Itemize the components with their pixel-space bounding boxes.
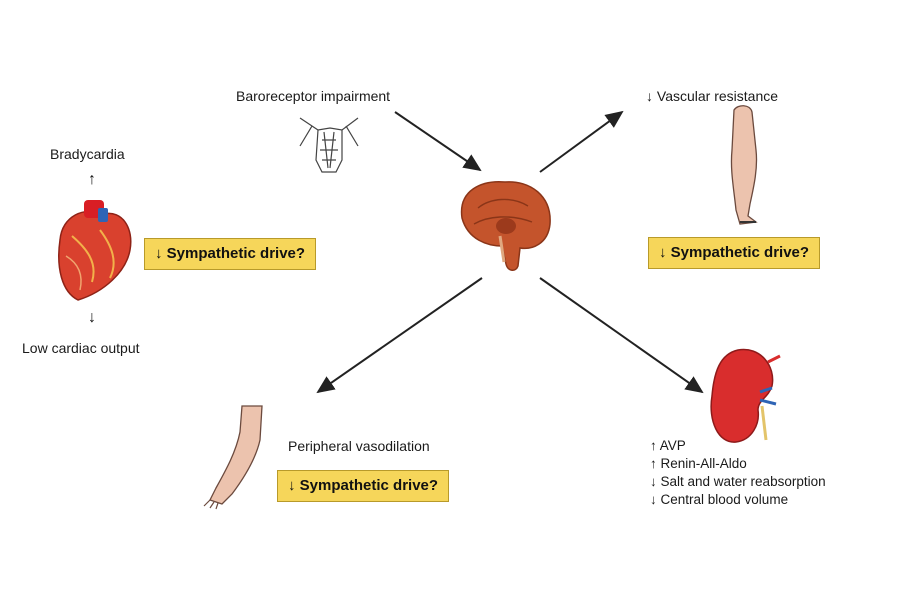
arrow-brain-to-kidney	[539, 277, 704, 394]
low-cardiac-output-label: Low cardiac output	[22, 340, 140, 356]
carotid-baroreceptor-icon	[299, 117, 359, 173]
vascular-resistance-label: ↓ Vascular resistance	[646, 88, 779, 104]
arrow-baroreceptor-to-brain	[394, 111, 482, 172]
baroreceptor-label: Baroreceptor impairment	[236, 88, 391, 104]
arm-icon	[203, 405, 263, 510]
list-item: ↑ AVP	[650, 438, 686, 453]
bradycardia-label: Bradycardia	[50, 146, 125, 162]
sympathetic-drive-box-bottom-left: ↓ Sympathetic drive?	[277, 470, 450, 502]
heart-icon	[58, 200, 132, 301]
leg-icon	[730, 105, 758, 225]
arrow-brain-to-peripheral	[316, 277, 483, 394]
down-arrow-icon: ↓	[88, 309, 96, 326]
kidney-effects-list: ↑ AVP ↑ Renin-All-Aldo ↓ Salt and water …	[650, 437, 826, 509]
up-arrow-icon: ↑	[88, 171, 96, 188]
arrow-brain-to-vascular	[539, 110, 624, 173]
sympathetic-drive-box-top-right: ↓ Sympathetic drive?	[648, 237, 821, 269]
brain-icon	[460, 181, 551, 271]
list-item: ↓ Central blood volume	[650, 492, 789, 507]
list-item: ↓ Salt and water reabsorption	[650, 474, 826, 489]
peripheral-vasodilation-label: Peripheral vasodilation	[288, 438, 430, 454]
list-item: ↑ Renin-All-Aldo	[650, 456, 747, 471]
sympathetic-drive-box-left: ↓ Sympathetic drive?	[144, 238, 317, 270]
kidney-icon	[710, 348, 781, 443]
